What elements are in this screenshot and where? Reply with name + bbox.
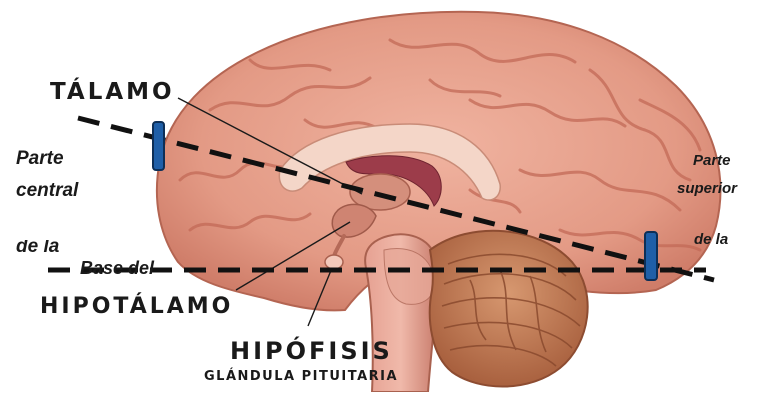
left-note-line3: de la [16, 240, 59, 255]
pituitary-sublabel: GLÁNDULA PITUITARIA [204, 369, 398, 384]
left-note-line3-clip: de la [16, 240, 136, 255]
base-note: Base del [80, 258, 154, 279]
right-note-line3: de la [694, 231, 728, 248]
pituitary-gland [325, 255, 343, 269]
right-note-line2: superior [677, 180, 737, 197]
right-blue-marker [645, 232, 657, 280]
thalamus-label: TÁLAMO [50, 79, 175, 105]
left-note-line1: Parte [16, 148, 64, 170]
left-blue-marker [153, 122, 164, 170]
left-note-line2: central [16, 180, 78, 202]
right-note-line1: Parte [693, 152, 731, 169]
hypothalamus-label: HIPOTÁLAMO [40, 294, 233, 319]
pituitary-label: HIPÓFISIS [230, 337, 393, 365]
